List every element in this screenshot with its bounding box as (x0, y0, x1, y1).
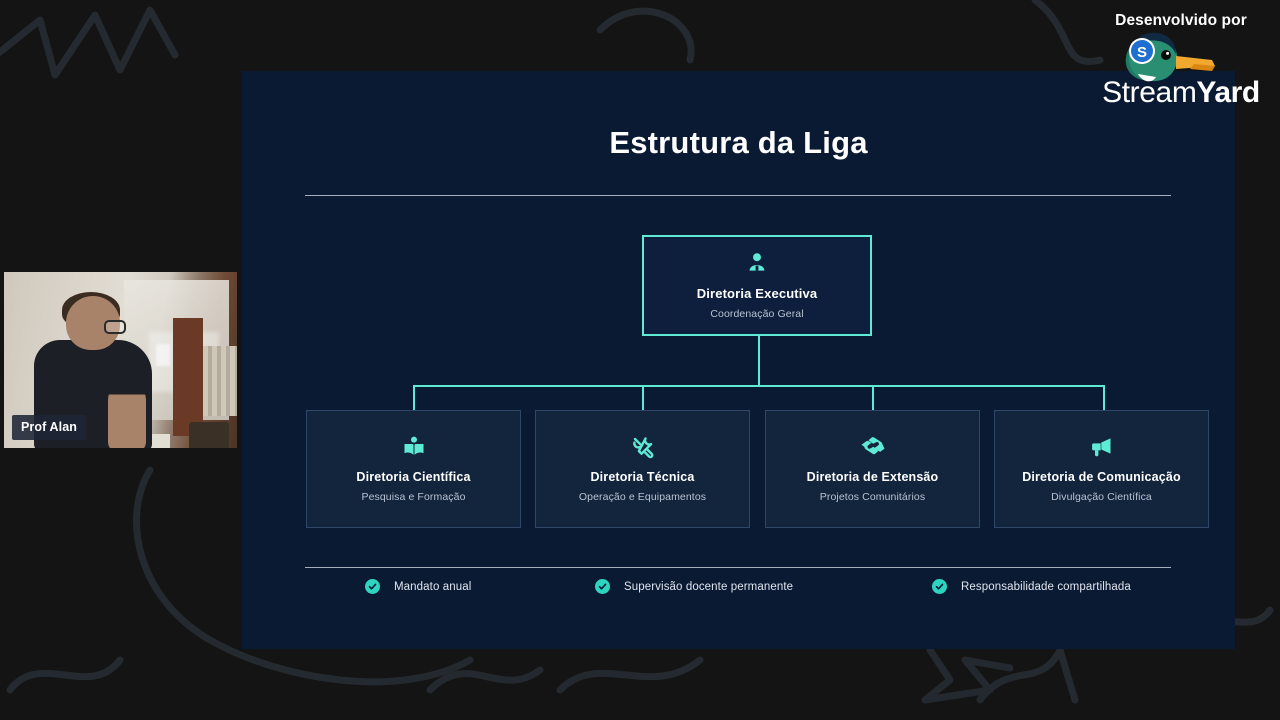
org-node-tecnica[interactable]: Diretoria Técnica Operação e Equipamento… (535, 410, 750, 528)
org-node-subtitle: Projetos Comunitários (819, 491, 926, 503)
megaphone-icon (1090, 435, 1114, 459)
svg-text:S: S (1137, 44, 1147, 61)
webcam-tile[interactable]: Prof Alan (4, 272, 237, 448)
participant-name-label: Prof Alan (12, 415, 86, 440)
book-open-icon (402, 435, 426, 459)
chair (189, 422, 229, 448)
check-circle-icon (932, 579, 947, 594)
wordmark-stream: Stream (1102, 76, 1197, 109)
presentation-slide: Estrutura da Liga Diretoria Executiv (242, 71, 1235, 649)
door (173, 318, 203, 436)
org-node-executive[interactable]: Diretoria Executiva Coordenação Geral (642, 235, 872, 336)
title-divider (305, 195, 1171, 196)
org-chart: Diretoria Executiva Coordenação Geral Di… (242, 71, 1235, 649)
projection-highlight (156, 344, 170, 366)
connector-root-stem (758, 336, 760, 386)
streamyard-wordmark: StreamYard (1096, 76, 1266, 110)
footer-divider (305, 567, 1171, 568)
handshake-icon (860, 435, 886, 459)
org-node-title: Diretoria Científica (356, 470, 471, 484)
connector-horizontal-bus (413, 385, 1105, 387)
connector-drop-1 (642, 385, 644, 411)
org-node-title: Diretoria de Comunicação (1022, 470, 1181, 484)
tools-icon (631, 435, 655, 459)
branding-logo: S StreamYard (1096, 32, 1266, 112)
streamyard-branding: Desenvolvido por S StreamYard (1096, 12, 1266, 112)
footer-item-label: Mandato anual (394, 580, 472, 593)
footer-item-label: Responsabilidade compartilhada (961, 580, 1131, 593)
users-icon (745, 251, 769, 275)
org-node-title: Diretoria Técnica (590, 470, 695, 484)
footer-item-supervisao: Supervisão docente permanente (595, 579, 793, 594)
wordmark-yard: Yard (1196, 76, 1260, 109)
connector-drop-3 (1103, 385, 1105, 411)
connector-drop-0 (413, 385, 415, 411)
footer-item-responsabilidade: Responsabilidade compartilhada (932, 579, 1131, 594)
footer-item-label: Supervisão docente permanente (624, 580, 794, 593)
org-node-title: Diretoria de Extensão (806, 470, 939, 484)
slide-title: Estrutura da Liga (609, 125, 868, 160)
check-circle-icon (365, 579, 380, 594)
org-node-title: Diretoria Executiva (696, 286, 818, 301)
footer-item-mandato: Mandato anual (365, 579, 471, 594)
slide-footer: Mandato anual Supervisão docente permane… (305, 579, 1171, 621)
org-node-subtitle: Divulgação Científica (1051, 491, 1152, 503)
connector-drop-2 (872, 385, 874, 411)
curtain (203, 346, 237, 416)
org-node-subtitle: Pesquisa e Formação (361, 491, 466, 503)
org-node-subtitle: Coordenação Geral (710, 308, 804, 320)
org-node-extensao[interactable]: Diretoria de Extensão Projetos Comunitár… (765, 410, 980, 528)
branding-caption: Desenvolvido por (1115, 12, 1247, 29)
org-node-cientifica[interactable]: Diretoria Científica Pesquisa e Formação (306, 410, 521, 528)
check-circle-icon (595, 579, 610, 594)
org-node-subtitle: Operação e Equipamentos (578, 491, 707, 503)
streamyard-duck-logo: S (1125, 32, 1215, 82)
org-node-comunicacao[interactable]: Diretoria de Comunicação Divulgação Cien… (994, 410, 1209, 528)
